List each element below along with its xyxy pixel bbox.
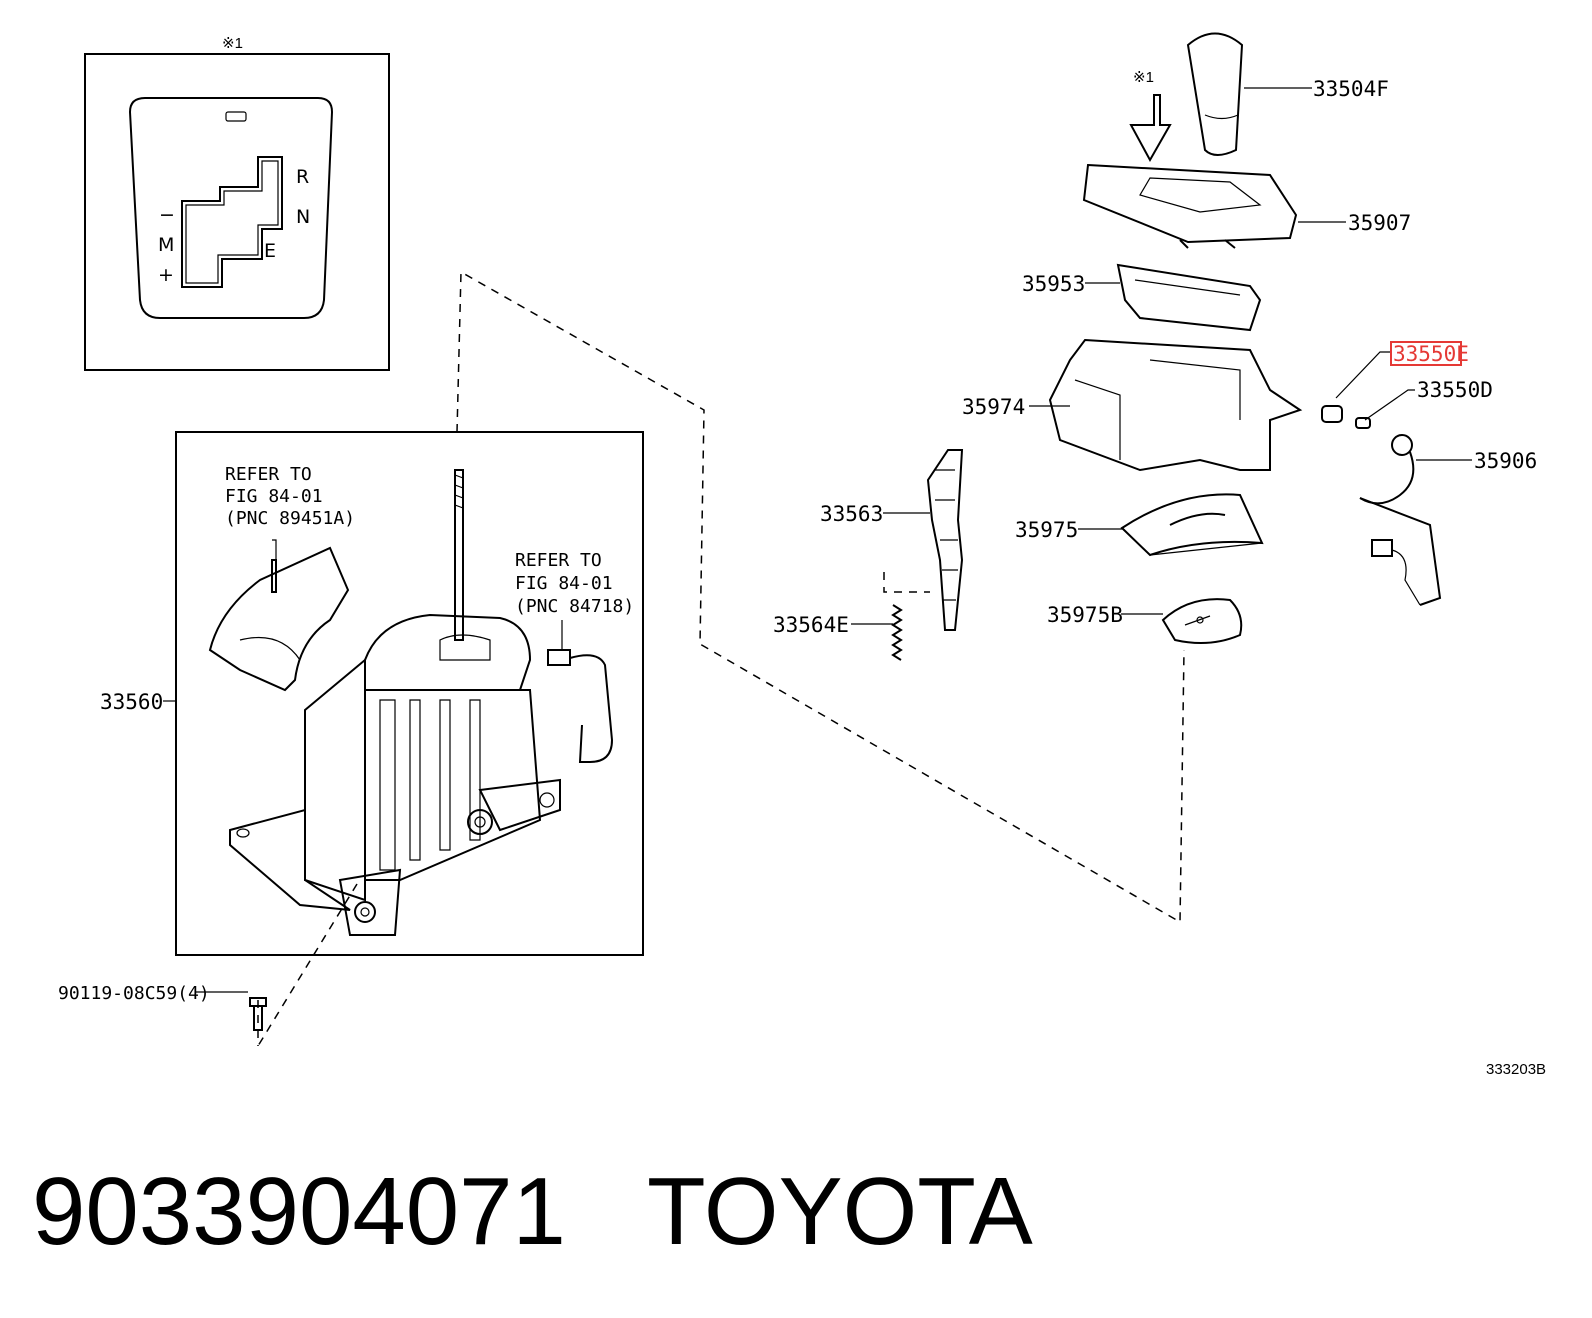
shift-knob-drawing: ※1 (1129, 32, 1244, 163)
reference-mark: ※1 (1133, 69, 1154, 86)
inset-mark: ※1 (222, 35, 243, 52)
gate-label-e: E (264, 240, 276, 262)
note-line: REFER TO (225, 464, 312, 485)
note-line: (PNC 84718) (515, 596, 634, 617)
note-line: REFER TO (515, 550, 602, 571)
highlight-box (1390, 341, 1462, 366)
gate-label-plus: + (158, 264, 174, 286)
shift-lever-body-drawing (208, 469, 614, 936)
callout-leaders (163, 87, 1472, 993)
callout-90119-08C59[interactable]: 90119-08C59(4) (58, 983, 210, 1004)
callout-35975B[interactable]: 35975B (1047, 603, 1123, 627)
callout-35906[interactable]: 35906 (1474, 449, 1537, 473)
shift-lever-assembly-box (175, 431, 644, 956)
callout-35953[interactable]: 35953 (1022, 272, 1085, 296)
callout-35975[interactable]: 35975 (1015, 518, 1078, 542)
callout-35907[interactable]: 35907 (1348, 211, 1411, 235)
lock-release-cam-drawing (926, 449, 964, 631)
callout-33564E[interactable]: 33564E (773, 613, 849, 637)
callout-33550D[interactable]: 33550D (1417, 378, 1493, 402)
brand-title: TOYOTA (647, 1158, 1033, 1265)
callout-33560[interactable]: 33560 (100, 690, 163, 714)
slide-cover-drawing (1120, 493, 1264, 557)
gate-label-minus: − (159, 204, 175, 226)
shift-gate-inset: ※1 R N E − M + (84, 35, 390, 371)
note-line: FIG 84-01 (225, 486, 323, 507)
indicator-housing-drawing (1116, 263, 1262, 332)
gate-label-m: M (158, 234, 174, 256)
gate-label-n: N (296, 206, 310, 228)
shift-position-plate-drawing (1082, 163, 1298, 249)
callout-33563[interactable]: 33563 (820, 502, 883, 526)
reference-note-89451A: REFER TO FIG 84-01 (PNC 89451A) (225, 464, 355, 529)
callout-33550E-highlighted[interactable]: 33550E (1393, 342, 1469, 366)
note-line: (PNC 89451A) (225, 508, 355, 529)
reference-note-84718: REFER TO FIG 84-01 (PNC 84718) (515, 550, 634, 617)
note-line: FIG 84-01 (515, 573, 613, 594)
figure-code: 333203B (1486, 1061, 1546, 1078)
bolt-drawing (249, 997, 267, 1031)
position-indicator-drawing (1048, 338, 1303, 472)
bulb-and-socket-drawing (1321, 405, 1442, 606)
slide-plate-drawing (1161, 598, 1243, 644)
gate-label-r: R (296, 166, 309, 188)
callout-35974[interactable]: 35974 (962, 395, 1025, 419)
dashed-leader-lines (257, 270, 1185, 1047)
spring-drawing (891, 604, 903, 661)
part-number-title: 9033904071 (32, 1158, 566, 1265)
callout-labels: 33504F 35907 35953 33550E 33550D 35974 3… (58, 77, 1537, 1004)
callout-33504F[interactable]: 33504F (1313, 77, 1389, 101)
